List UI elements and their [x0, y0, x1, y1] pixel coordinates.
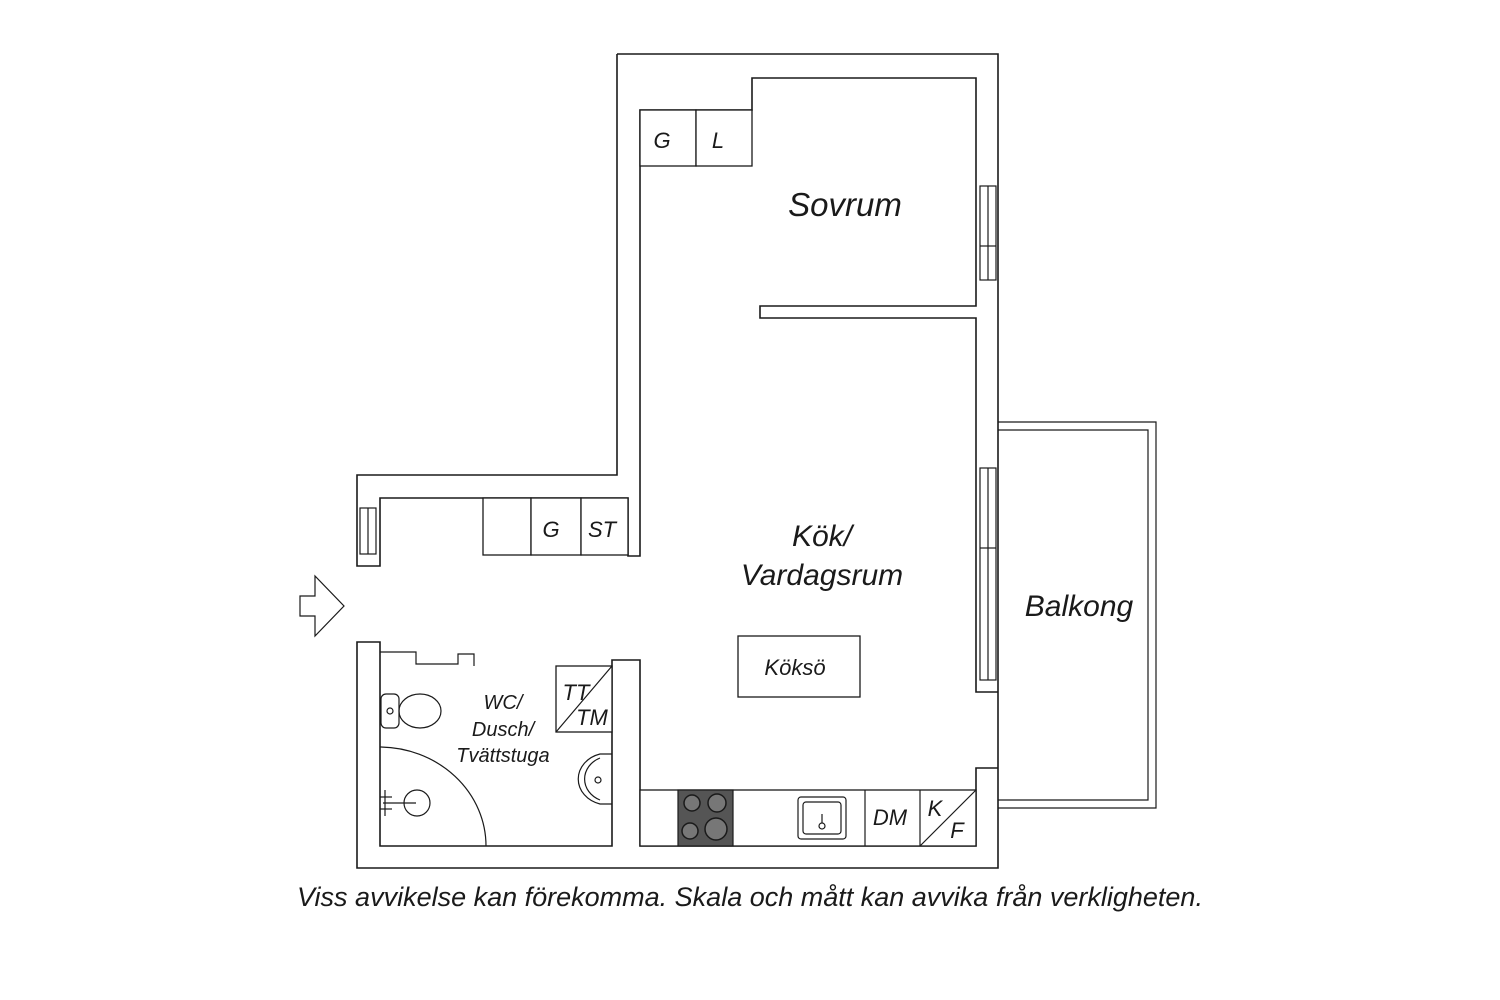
dryer-tt-label: TT [563, 680, 591, 705]
washer-tm-label: TM [576, 705, 608, 730]
wardrobe-hall [482, 497, 629, 556]
room-label-tvattstuga: Tvättstuga [456, 745, 549, 767]
room-label-balkong: Balkong [1025, 590, 1134, 623]
toilet-icon [380, 693, 442, 729]
kitchen-island [737, 635, 861, 698]
room-label-kok: Kök/ [792, 520, 855, 553]
washbasin-icon [577, 753, 612, 805]
room-label-sovrum: Sovrum [788, 186, 902, 223]
entrance-arrow-icon [299, 574, 345, 638]
disclaimer-text: Viss avvikelse kan förekomma. Skala och … [297, 882, 1203, 912]
bathroom-wall-notch [380, 651, 475, 666]
dishwasher-dm-label: DM [873, 805, 908, 830]
room-label-dusch: Dusch/ [472, 719, 537, 741]
outer-walls [356, 53, 999, 869]
room-label-wc: WC/ [484, 692, 525, 714]
freezer-f-label: F [950, 818, 965, 843]
shower-icon [379, 746, 487, 847]
window-sovrum [979, 185, 997, 281]
linen-l-label: L [712, 128, 724, 153]
washer-dryer [555, 665, 613, 733]
stove-icon [677, 789, 734, 847]
cleaning-st-label: ST [588, 517, 618, 542]
wardrobe-g-hall-label: G [542, 517, 559, 542]
room-label-vardagsrum: Vardagsrum [741, 559, 903, 592]
kitchen-sink-icon [797, 796, 847, 840]
fridge-k-label: K [928, 796, 944, 821]
wardrobe-g-top-label: G [653, 128, 670, 153]
wardrobe-top [639, 109, 753, 167]
window-vardagsrum [979, 467, 997, 681]
balcony [998, 421, 1157, 809]
window-hall [359, 507, 377, 555]
kitchen-island-label: Köksö [764, 655, 825, 680]
